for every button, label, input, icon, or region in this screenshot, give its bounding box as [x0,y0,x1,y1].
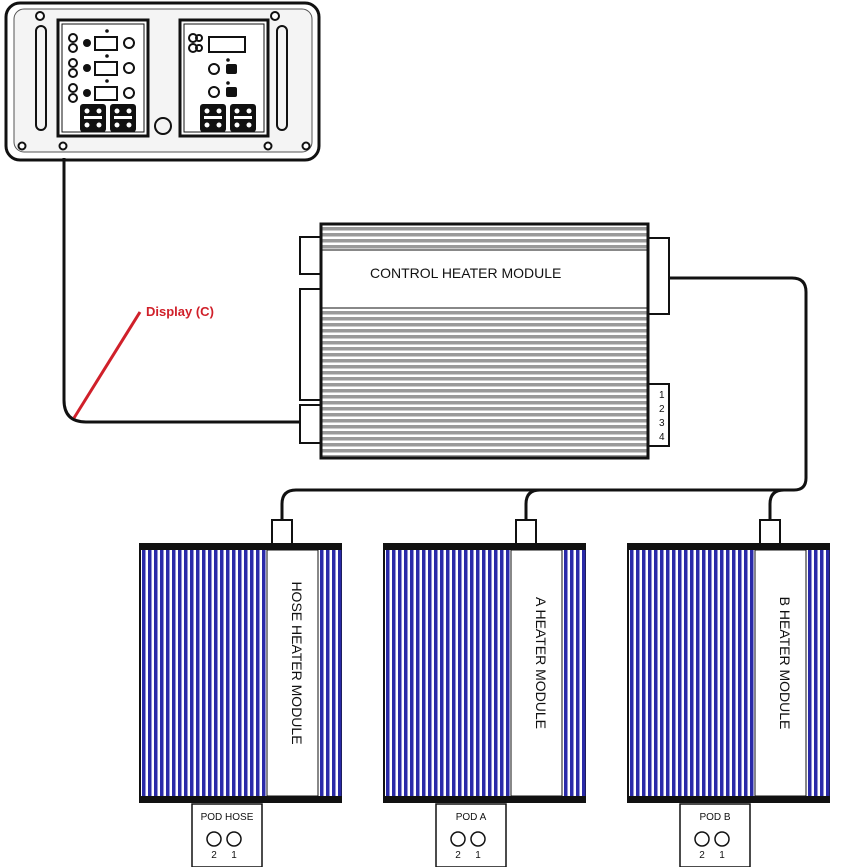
display-callout: Display (C) [72,304,214,419]
pod-port-label: 1 [719,850,725,861]
pod-label: POD HOSE [201,812,254,823]
heater-module-label: HOSE HEATER MODULE [289,581,305,744]
pod-port-icon [694,831,710,847]
display-callout-label: Display (C) [146,304,214,319]
heater-module-connector [271,519,293,545]
pod-label: POD A [456,812,487,823]
heater-module: A HEATER MODULE POD A 2 1 [383,519,586,867]
panel-center-knob [154,117,172,135]
left-panel-row-1 [68,29,135,53]
display-cable [62,158,300,424]
pod-port-icon [714,831,730,847]
pod-port-icon [206,831,222,847]
pod-port-icon [470,831,486,847]
heater-module-connector [759,519,781,545]
heater-module: B HEATER MODULE POD B 2 1 [627,519,830,867]
heater-module-connector [515,519,537,545]
pod-label: POD B [699,812,730,823]
heater-module: HOSE HEATER MODULE POD HOSE 2 1 [139,519,342,867]
left-panel-row-2 [68,54,135,78]
pod-port-label: 1 [475,850,481,861]
pod-box [679,803,751,867]
pod-box [435,803,507,867]
pod-port-label: 2 [455,850,461,861]
right-panel-controls [188,33,246,98]
left-panel-connectors [80,104,136,132]
pod-box [191,803,263,867]
right-panel-connectors [200,104,256,132]
heater-module-label: A HEATER MODULE [533,597,549,729]
pod-port-label: 2 [211,850,217,861]
cables [62,158,808,522]
control-module-label: CONTROL HEATER MODULE [370,265,561,281]
pod-port-icon [450,831,466,847]
control-port-label: 4 [659,432,665,443]
display-panel [4,1,321,162]
pod-port-icon [226,831,242,847]
control-port-label: 2 [659,404,665,415]
control-heater-module: CONTROL HEATER MODULE 1 2 3 4 [299,222,670,460]
left-panel-row-3 [68,79,135,103]
pod-port-label: 1 [231,850,237,861]
control-port-label: 1 [659,390,665,401]
pod-port-label: 2 [699,850,705,861]
control-to-modules-cable [280,276,808,522]
control-port-label: 3 [659,418,665,429]
heater-module-label: B HEATER MODULE [777,597,793,730]
